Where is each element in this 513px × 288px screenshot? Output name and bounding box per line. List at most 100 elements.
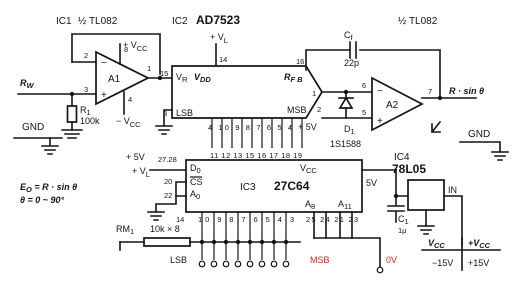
a1-vcc-pos: + VCC [123, 40, 148, 53]
input-label: RW [20, 78, 35, 90]
c1-capacitor [387, 195, 405, 223]
c1-label: C1 [398, 214, 409, 226]
input-section: RW R1 100k GND [13, 78, 100, 155]
ic4-in-label: IN [448, 185, 457, 195]
ic2-pin-3: 3 [163, 109, 167, 118]
gnd-left-symbol [41, 137, 59, 155]
ic2-lsb: LSB [176, 108, 193, 118]
r1-value: 100k [80, 116, 100, 126]
ic1-part: ½ TL082 [78, 16, 118, 27]
ic2-gnd-symbol [155, 125, 173, 135]
equation-eo: EO = R · sin θ [20, 182, 77, 194]
rm1-block: RM1 10k × 8 LSB MSB 0V [116, 212, 397, 274]
a2-plus-sign: + [377, 116, 383, 127]
r1-ground-symbol [61, 129, 83, 139]
gnd-right-wire [459, 141, 501, 153]
ic3-part: 27C64 [274, 179, 310, 193]
ic3-zero-v-wire [313, 237, 381, 269]
a1-output-node [157, 75, 163, 81]
a1-minus-sign: − [101, 58, 107, 69]
a1-opamp-symbol [95, 50, 150, 106]
ic3-d0: D0 [190, 163, 201, 175]
ic2-block: IC2 AD7523 + VL 14 15 VR VDD RF B LSB MS… [155, 13, 323, 148]
a2-feedback-wire [305, 49, 441, 99]
ic4-designator: IC4 [394, 152, 410, 163]
a1-vcc-neg: − VCC [116, 116, 141, 129]
neg15-label: −15V [432, 258, 453, 268]
rm1-nodes [199, 239, 289, 245]
ic3-pin-22: 22 [164, 191, 172, 200]
ic3-a11: A11 [338, 199, 352, 211]
pos15-label: +15V [468, 258, 489, 268]
ic4-regulator-body [407, 179, 445, 211]
ic3-high-addr-wires [313, 211, 353, 239]
ic3-vl: + VL [132, 166, 150, 179]
ic3-right-pins: 25 24 21 23 [306, 215, 358, 224]
gnd-right-label: GND [468, 129, 490, 140]
ic3-gnd-wire [155, 195, 177, 213]
r1-resistor [66, 105, 78, 123]
ic3-a8: A8 [305, 199, 315, 211]
ic2-vdd-pin: VDD [194, 72, 211, 84]
ic3-cs-oe-wire [175, 181, 187, 197]
d1-diode [338, 96, 354, 109]
gnd-right-symbol [491, 151, 509, 161]
bottom-zero-v: 0V [386, 255, 397, 265]
ic3-cs: CS [190, 177, 203, 187]
ic2-msb: MSB [287, 105, 307, 115]
ic3-pin-14: 14 [176, 215, 184, 224]
a2-pin-7: 7 [428, 87, 432, 96]
ic3-bottom-pins: 10 9 8 7 6 5 4 3 [198, 215, 294, 224]
ic3-designator: IC3 [240, 182, 256, 193]
rm1-value: 10k × 8 [150, 224, 180, 234]
bit-input-terminals [198, 260, 384, 274]
a2-part: ½ TL082 [398, 16, 438, 27]
bottom-msb: MSB [310, 255, 330, 265]
ic2-vr-pin: VR [176, 72, 188, 84]
cf-value: 22p [344, 58, 359, 68]
ic1-pin-2: 2 [84, 51, 88, 60]
ic2-pin-1: 1 [312, 89, 316, 98]
a2-block: ½ TL082 Cf 22p 6 D1 1S1588 5 − + A2 7 R … [305, 16, 509, 161]
ic3-pin-20: 20 [164, 177, 172, 186]
a2-output-node [437, 95, 443, 101]
cf-label: Cf [344, 30, 354, 42]
ic2-pin-14: 14 [219, 55, 227, 64]
ic3-vcc: VCC [300, 163, 317, 175]
ic2-vl: + VL [210, 32, 228, 45]
ic3-top-pins: 11 12 13 15 16 17 18 19 [210, 151, 302, 160]
ic2-pin-15: 15 [160, 69, 168, 78]
a1-label: A1 [108, 74, 121, 85]
vcc-neg-label: VCC [428, 238, 445, 250]
gnd-left-label: GND [22, 122, 44, 133]
a2-label: A2 [386, 100, 399, 111]
ic2-bit-lines [211, 118, 303, 148]
ic1-pin-3: 3 [84, 85, 88, 94]
a1-feedback-wire [71, 33, 161, 75]
output-arrow [430, 120, 442, 134]
equation-theta: θ = 0 ~ 90° [20, 195, 65, 205]
a1-plus-sign: + [101, 90, 107, 101]
a2-opamp-symbol [371, 76, 424, 132]
ic2-gnd-wire [163, 109, 173, 127]
ic3-left-pins: 27.28 [158, 155, 177, 164]
ic4-gnd-symbol [417, 225, 435, 235]
ic2-pin-2: 2 [317, 105, 321, 114]
ic3-a0: A0 [190, 189, 200, 201]
ic1-pin-4: 4 [128, 95, 132, 104]
output-label: R · sin θ [449, 86, 484, 96]
ic2-rfb-pin: RF B [284, 72, 303, 84]
ic2-part: AD7523 [196, 13, 240, 27]
ic3-block: + 5V 27.28 + VL D0 VCC CS A0 IC3 27C64 A… [126, 151, 397, 269]
ic2-pin-16: 16 [296, 57, 304, 66]
ic2-bit-pins: 4 10 9 8 7 6 5 4 [208, 123, 292, 132]
vcc-pos-label: +VCC [468, 238, 491, 250]
ic3-addr-lines [201, 212, 287, 260]
ic1-block: IC1 ½ TL082 2 3 1 − + A1 8 + VCC 4 − VCC [56, 16, 173, 129]
bottom-lsb: LSB [170, 255, 187, 265]
r1-label: R1 [80, 105, 91, 117]
ic3-eprom-body [185, 159, 363, 213]
equations: EO = R · sin θ θ = 0 ~ 90° [20, 182, 77, 205]
ic2-designator: IC2 [172, 16, 188, 27]
